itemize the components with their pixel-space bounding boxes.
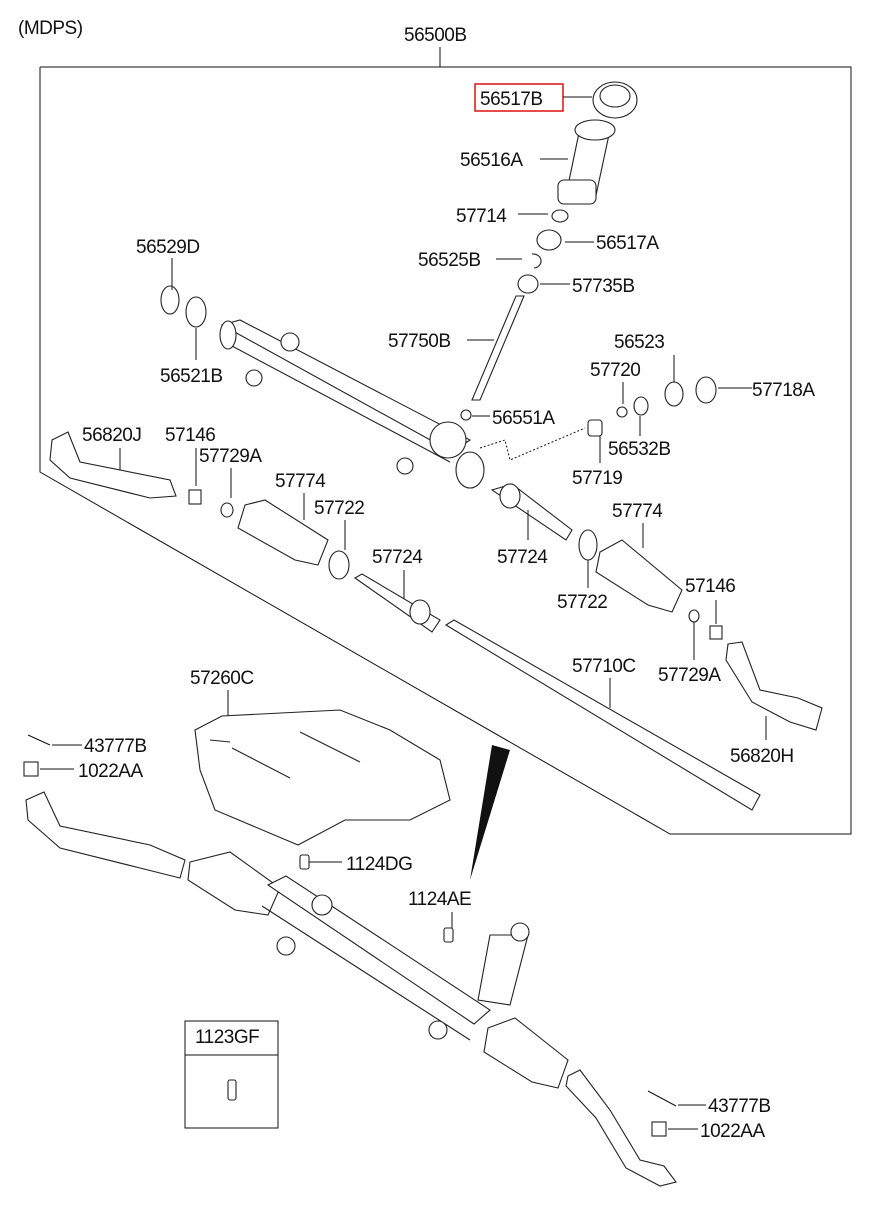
label-57729A-left[interactable]: 57729A [199, 446, 263, 467]
label-57774-right[interactable]: 57774 [612, 501, 664, 522]
part-56820H-tie-rod-end [725, 641, 823, 731]
part-57729A-right-clip [688, 609, 700, 623]
part-57146-left-nut [188, 489, 202, 505]
part-57724-right-joint [499, 483, 521, 509]
part-56529D-ring [160, 285, 180, 315]
label-57774-left[interactable]: 57774 [275, 471, 327, 492]
label-56529D[interactable]: 56529D [136, 237, 200, 258]
part-rack-housing [219, 319, 485, 489]
part-57774-right-boot [595, 539, 683, 613]
label-57720[interactable]: 57720 [590, 360, 641, 381]
part-56523-ring [664, 381, 684, 407]
part-57729A-left-clip [220, 502, 234, 518]
part-43777B-left-cotter-pin [27, 734, 51, 746]
part-56820J-tie-rod-end [49, 431, 177, 499]
part-57260C-heat-shield [194, 709, 451, 846]
label-57724-left[interactable]: 57724 [372, 547, 424, 568]
label-1123GF[interactable]: 1123GF [195, 1027, 260, 1048]
part-57774-left-boot [237, 499, 329, 566]
label-1022AA-left[interactable]: 1022AA [78, 761, 144, 782]
part-56521B [185, 296, 207, 328]
part-57718A-ring [695, 376, 717, 404]
label-57714[interactable]: 57714 [456, 206, 508, 227]
label-56820J[interactable]: 56820J [82, 425, 142, 446]
part-57722-left-clamp [328, 550, 350, 580]
label-57722-left[interactable]: 57722 [314, 498, 365, 519]
part-1124AE-bolt [443, 927, 454, 943]
label-57722-right[interactable]: 57722 [557, 592, 608, 613]
label-56516A[interactable]: 56516A [460, 150, 524, 171]
part-housing-56516A [557, 119, 616, 205]
part-57714 [551, 209, 569, 223]
part-56532B [633, 396, 649, 416]
part-1022AA-right-nut [651, 1121, 667, 1137]
label-57735B[interactable]: 57735B [572, 276, 635, 297]
part-57146-right-nut [709, 625, 723, 640]
part-57722-right-clamp [578, 529, 598, 561]
part-56551A [460, 409, 472, 421]
label-56532B[interactable]: 56532B [608, 439, 671, 460]
label-57260C[interactable]: 57260C [190, 668, 254, 689]
pointer-wedge [470, 745, 510, 880]
shield-slots [209, 731, 361, 779]
label-1022AA-right[interactable]: 1022AA [700, 1121, 766, 1142]
label-1124AE[interactable]: 1124AE [408, 889, 472, 910]
part-1124DG-bolt [299, 854, 310, 870]
label-1124DG[interactable]: 1124DG [346, 854, 413, 875]
part-box-1123GF [184, 1020, 279, 1129]
label-57750B[interactable]: 57750B [388, 331, 451, 352]
part-57720-nut [616, 406, 628, 418]
label-57718A[interactable]: 57718A [752, 380, 816, 401]
part-57735B [517, 274, 539, 294]
part-steering-gear-assembly [25, 791, 677, 1187]
part-43777B-right-cotter-pin [647, 1090, 677, 1107]
dashed-leader [479, 427, 586, 461]
part-56525B-snapring [531, 253, 542, 269]
label-56820H[interactable]: 56820H [730, 746, 794, 767]
label-56521B[interactable]: 56521B [160, 366, 223, 387]
label-56523[interactable]: 56523 [614, 332, 665, 353]
label-57146-left[interactable]: 57146 [165, 425, 216, 446]
part-57710C-rack-bar [444, 619, 761, 811]
part-57719-yoke [587, 419, 603, 437]
label-43777B-left[interactable]: 43777B [84, 736, 147, 757]
label-56517B[interactable]: 56517B [480, 89, 543, 110]
label-56517A[interactable]: 56517A [596, 233, 660, 254]
part-57750B-pinion [471, 295, 525, 401]
part-1022AA-left-nut [23, 761, 39, 777]
label-56525B[interactable]: 56525B [418, 250, 481, 271]
label-56551A[interactable]: 56551A [492, 408, 556, 429]
assembly-frame [39, 66, 852, 835]
part-cap-56517B [592, 81, 638, 119]
label-57146-right[interactable]: 57146 [685, 576, 736, 597]
label-57729A-right[interactable]: 57729A [658, 665, 722, 686]
label-43777B-right[interactable]: 43777B [708, 1096, 771, 1117]
diagram-title: (MDPS) [18, 18, 83, 39]
part-56517A [536, 229, 562, 251]
label-57719[interactable]: 57719 [572, 468, 623, 489]
assembly-label[interactable]: 56500B [404, 25, 467, 46]
label-57710C[interactable]: 57710C [572, 656, 636, 677]
label-57724-right[interactable]: 57724 [497, 547, 549, 568]
part-57724-left-joint [409, 599, 431, 625]
